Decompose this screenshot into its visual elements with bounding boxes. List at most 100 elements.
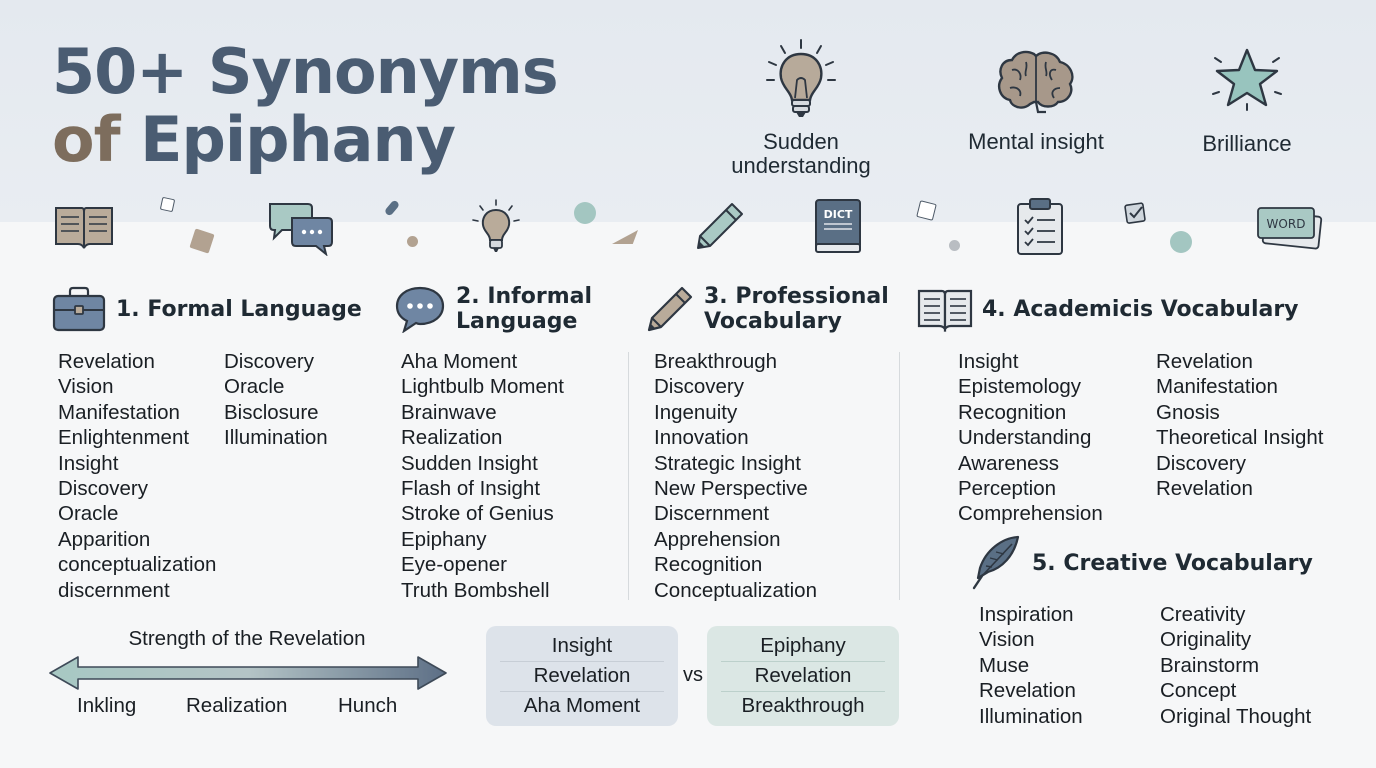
academic-words-col-1: Insight Epistemology Recognition Underst… (958, 349, 1103, 527)
list-item: Lightbulb Moment (401, 375, 564, 399)
professional-words: Breakthrough Discovery Ingenuity Innovat… (654, 349, 817, 603)
book-icon (55, 207, 113, 249)
list-item: Discovery (654, 375, 744, 399)
list-item: Illumination (979, 704, 1083, 728)
informal-words: Aha Moment Lightbulb Moment Brainwave Re… (401, 349, 564, 603)
hero-label: Brilliance (1202, 131, 1292, 156)
hero-sudden-understanding: Sudden understanding (716, 36, 886, 178)
list-item: Stroke of Genius (401, 502, 554, 526)
small-lightbulb-icon (472, 199, 520, 252)
list-item: Gnosis (1156, 400, 1220, 424)
dictionary-label: DICT (824, 208, 853, 221)
category-title: 5. Creative Vocabulary (1032, 550, 1313, 576)
list-item: Revelation (979, 679, 1076, 703)
list-item: Comprehension (958, 502, 1103, 526)
title-line-1: 50+ Synonyms (52, 35, 559, 108)
category-creative-vocabulary-header: 5. Creative Vocabulary (968, 534, 1313, 592)
category-informal-language-header: 2. Informal Language (394, 284, 592, 334)
star-icon (1212, 48, 1282, 111)
list-item: Originality (1160, 628, 1252, 652)
category-formal-language-header: 1. Formal Language (52, 286, 362, 332)
hero-background (0, 0, 1376, 222)
list-item: Manifestation (1156, 375, 1278, 399)
strength-label-inkling: Inkling (77, 694, 137, 717)
category-title: 3. Professional Vocabulary (704, 284, 889, 334)
list-item: Eye-opener (401, 553, 507, 577)
academic-words-col-2: Revelation Manifestation Gnosis Theoreti… (1156, 349, 1324, 501)
list-item: Original Thought (1160, 704, 1312, 728)
hero-label: Mental insight (968, 129, 1104, 154)
list-item: Vision (979, 628, 1035, 652)
list-item: Oracle (224, 375, 285, 399)
list-item: Perception (958, 477, 1057, 501)
list-item: Illumination (224, 426, 328, 450)
confetti-square (159, 196, 176, 213)
category-title: 1. Formal Language (116, 296, 362, 322)
list-item: Apparition (58, 527, 151, 551)
list-item: Revelation (58, 350, 155, 373)
list-item: Innovation (654, 426, 749, 450)
confetti-triangle (612, 230, 638, 244)
confetti-dot (407, 236, 418, 247)
title-word-of: of (52, 103, 121, 176)
list-item: Concept (1160, 679, 1237, 703)
category-title-line-2: Language (456, 309, 578, 334)
list-item: Brainwave (401, 400, 497, 424)
list-item: Theoretical Insight (1156, 426, 1324, 450)
feather-quill-icon (972, 535, 1020, 590)
comparison-item: Epiphany (721, 632, 885, 662)
strength-label-hunch: Hunch (338, 694, 398, 717)
list-item: Revelation (1156, 477, 1253, 501)
list-item: Insight (958, 350, 1019, 373)
list-item: Epiphany (401, 527, 487, 551)
category-title: 2. Informal Language (456, 284, 592, 334)
checkbox-checked-icon (1124, 202, 1146, 224)
list-item: Epistemology (958, 375, 1082, 399)
hero-mental-insight: Mental insight (956, 48, 1116, 154)
dictionary-icon: DICT (815, 199, 861, 253)
small-pencil-icon (697, 203, 743, 249)
column-divider (628, 352, 629, 600)
list-item: Bisclosure (224, 400, 319, 424)
list-item: Conceptualization (654, 578, 817, 602)
list-item: Muse (979, 653, 1030, 677)
vs-label: vs (683, 664, 703, 686)
creative-words-col-2: Creativity Originality Brainstorm Concep… (1160, 602, 1311, 729)
list-item: Discovery (58, 477, 148, 501)
list-item: Awareness (958, 451, 1060, 475)
category-professional-vocabulary-header: 3. Professional Vocabulary (646, 284, 889, 334)
category-academic-vocabulary-header: 4. Academicis Vocabulary (916, 286, 1299, 332)
list-item: Apprehension (654, 527, 781, 551)
list-item: Inspiration (979, 603, 1074, 626)
lightbulb-icon (766, 39, 836, 117)
chat-bubbles-icon (269, 203, 333, 256)
list-item: Brainstorm (1160, 653, 1260, 677)
list-item: Oracle (58, 502, 119, 526)
page-title: 50+ Synonyms of Epiphany (52, 35, 559, 176)
creative-words-col-1: Inspiration Vision Muse Revelation Illum… (979, 602, 1083, 729)
formal-words-col-1: Revelation Vision Manifestation Enlighte… (58, 349, 216, 603)
list-item: Enlightenment (58, 426, 190, 450)
list-item: Discernment (654, 502, 770, 526)
confetti-dot (1170, 231, 1192, 253)
hero-brilliance: Brilliance (1172, 44, 1322, 156)
confetti-square (189, 228, 215, 254)
confetti-dot (949, 240, 960, 251)
list-item: discernment (58, 578, 170, 602)
list-item: Vision (58, 375, 114, 399)
comparison-item: Revelation (721, 662, 885, 692)
list-item: Understanding (958, 426, 1092, 450)
list-item: Revelation (1156, 350, 1253, 373)
list-item: Truth Bombshell (401, 578, 550, 602)
list-item: Flash of Insight (401, 477, 541, 501)
comparison-item: Aha Moment (523, 694, 641, 717)
list-item: Creativity (1160, 603, 1246, 626)
list-item: Aha Moment (401, 350, 518, 373)
list-item: Realization (401, 426, 503, 450)
list-item: Manifestation (58, 400, 180, 424)
strength-title: Strength of the Revelation (128, 627, 366, 650)
speech-bubble-icon (395, 286, 445, 333)
comparison-item: Revelation (500, 662, 664, 692)
list-item: Ingenuity (654, 400, 738, 424)
comparison-item: Breakthrough (741, 694, 865, 717)
